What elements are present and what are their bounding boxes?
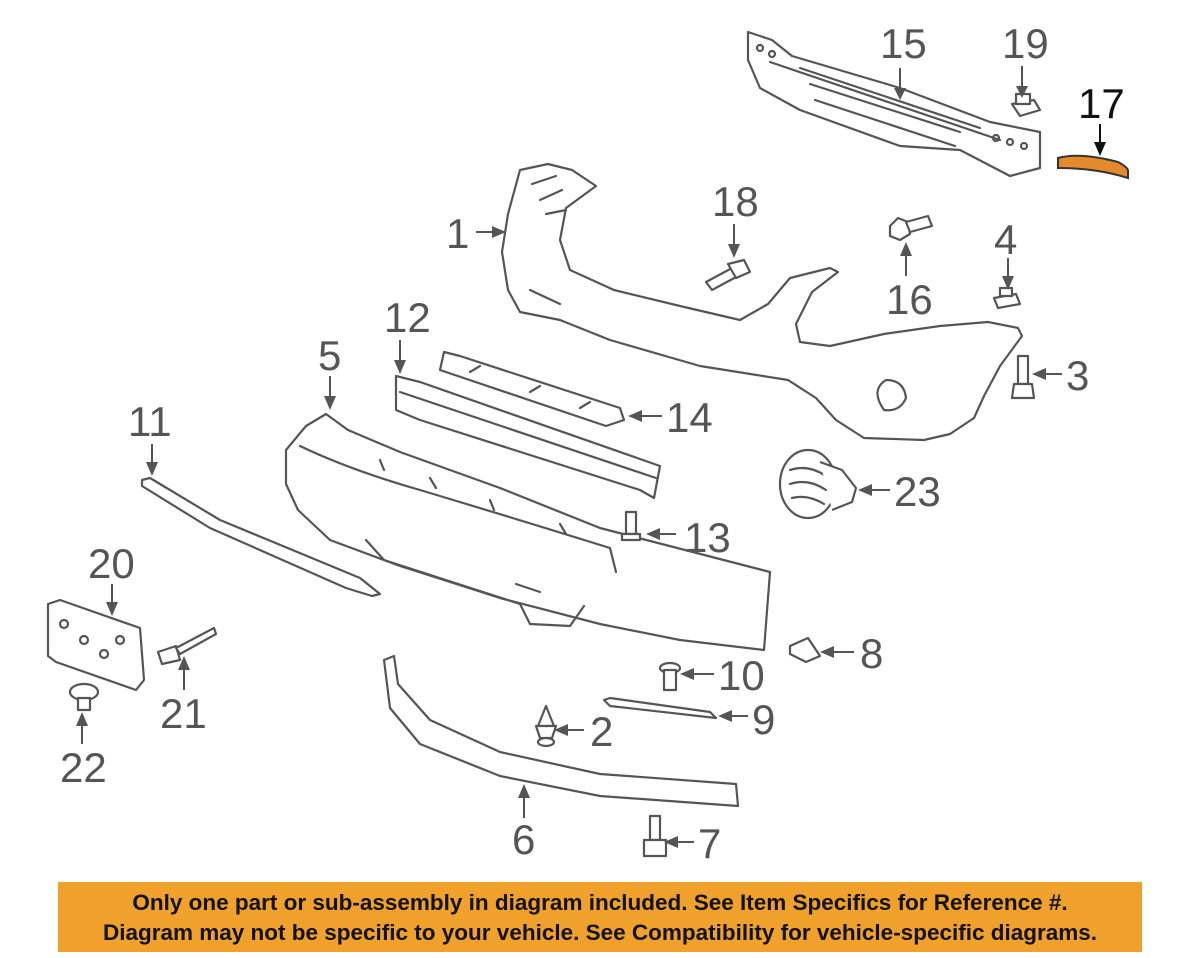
part-20-license-bracket: [46, 598, 146, 692]
callout-6: 6: [512, 816, 535, 863]
part-11-molding: [140, 476, 382, 598]
part-15-reinforcement: [746, 30, 1042, 178]
part-18-bolt: [704, 258, 752, 292]
callout-14: 14: [666, 394, 713, 441]
diagram-canvas: 15 19 17 1 18 16 4 3 12 5 14 11 23 13 20…: [46, 20, 1129, 867]
callout-7: 7: [698, 820, 721, 867]
part-16-bolt: [888, 214, 934, 242]
part-1-upper-cover: [500, 162, 1024, 442]
callout-19: 19: [1002, 20, 1049, 67]
part-19-clip: [1010, 92, 1042, 118]
callout-1: 1: [446, 210, 469, 257]
part-12-reinforcement: [394, 374, 662, 500]
callout-17: 17: [1078, 80, 1125, 127]
callout-11: 11: [128, 398, 172, 445]
callout-12: 12: [384, 294, 431, 341]
part-22-screw: [68, 682, 100, 712]
part-23-fog-lamp: [778, 448, 858, 520]
callout-23: 23: [894, 468, 941, 515]
part-17-absorber: [1057, 154, 1129, 180]
part-5-bumper-cover: [284, 412, 772, 652]
callout-2: 2: [590, 708, 613, 755]
callout-22: 22: [60, 744, 107, 791]
leader-lines: [76, 66, 1106, 848]
disclaimer-banner: Only one part or sub-assembly in diagram…: [58, 882, 1142, 952]
disclaimer-line-1: Only one part or sub-assembly in diagram…: [132, 890, 1068, 915]
part-2-push-pin: [534, 704, 558, 748]
callout-13: 13: [684, 514, 731, 561]
parts-diagram: 15 19 17 1 18 16 4 3 12 5 14 11 23 13 20…: [46, 20, 1129, 867]
callout-20: 20: [88, 540, 135, 587]
callout-4: 4: [994, 216, 1017, 263]
part-13-bolt: [620, 510, 642, 542]
part-9-strip: [602, 696, 718, 720]
callout-16: 16: [886, 276, 933, 323]
part-10-clip: [658, 661, 682, 692]
callout-5: 5: [318, 332, 341, 379]
callout-18: 18: [712, 178, 759, 225]
part-3-bolt: [1010, 354, 1036, 400]
part-21-push-pin: [156, 626, 218, 666]
callout-labels: 15 19 17 1 18 16 4 3 12 5 14 11 23 13 20…: [60, 20, 1125, 867]
callout-15: 15: [880, 20, 927, 67]
part-7-bolt: [642, 814, 668, 858]
part-14-absorber: [438, 350, 626, 428]
callout-8: 8: [860, 630, 883, 677]
callout-9: 9: [752, 696, 775, 743]
callout-3: 3: [1066, 352, 1089, 399]
part-4-clip: [992, 286, 1022, 310]
part-6-valance: [382, 654, 740, 808]
disclaimer-line-2: Diagram may not be specific to your vehi…: [102, 920, 1098, 945]
part-8-bracket: [788, 636, 822, 664]
callout-10: 10: [718, 652, 765, 699]
callout-21: 21: [160, 690, 207, 737]
